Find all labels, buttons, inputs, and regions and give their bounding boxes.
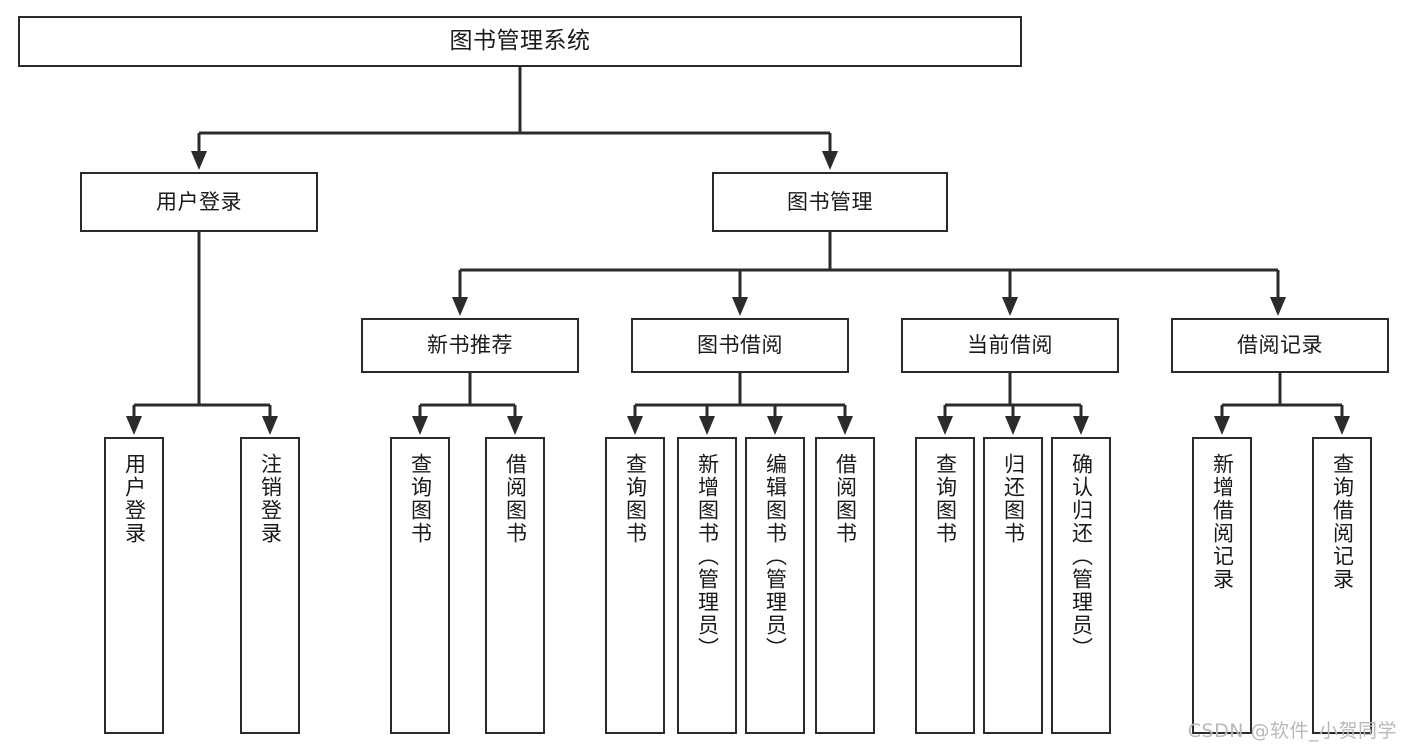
arrow-head-icon [699, 416, 715, 435]
node-label: 图书借阅 [697, 333, 783, 358]
node-leaf-edit-book[interactable]: 编辑图书（管理员） [745, 437, 805, 734]
node-current-borrow[interactable]: 当前借阅 [901, 318, 1119, 373]
node-label: 查询图书 [933, 453, 958, 545]
arrow-head-icon [822, 151, 838, 170]
node-label: 归还图书 [1001, 453, 1026, 545]
node-label: 新增图书（管理员） [695, 453, 720, 660]
node-label: 用户登录 [122, 453, 147, 545]
node-label: 查询借阅记录 [1330, 453, 1355, 591]
arrow-head-icon [1334, 416, 1350, 435]
node-label: 借阅记录 [1237, 333, 1323, 358]
node-new-book-rec[interactable]: 新书推荐 [361, 318, 579, 373]
arrow-head-icon [126, 416, 142, 435]
node-book-manage[interactable]: 图书管理 [712, 172, 948, 232]
node-leaf-query-book-3[interactable]: 查询图书 [915, 437, 975, 734]
arrow-head-icon [452, 297, 468, 316]
node-leaf-logout[interactable]: 注销登录 [240, 437, 300, 734]
node-leaf-query-record[interactable]: 查询借阅记录 [1312, 437, 1372, 734]
arrow-head-icon [1270, 297, 1286, 316]
node-label: 新书推荐 [427, 333, 513, 358]
arrow-head-icon [191, 151, 207, 170]
node-label: 编辑图书（管理员） [763, 453, 788, 660]
node-leaf-return-book[interactable]: 归还图书 [983, 437, 1043, 734]
node-label: 图书管理 [787, 189, 873, 214]
node-leaf-borrow-book-1[interactable]: 借阅图书 [485, 437, 545, 734]
node-user-login[interactable]: 用户登录 [80, 172, 318, 232]
node-label: 图书管理系统 [449, 27, 591, 54]
arrow-head-icon [732, 297, 748, 316]
node-label: 用户登录 [156, 189, 242, 214]
arrow-head-icon [837, 416, 853, 435]
node-label: 当前借阅 [967, 333, 1053, 358]
node-label: 借阅图书 [833, 453, 858, 545]
node-book-borrow[interactable]: 图书借阅 [631, 318, 849, 373]
arrow-head-icon [262, 416, 278, 435]
arrow-head-icon [1002, 297, 1018, 316]
node-label: 注销登录 [258, 453, 283, 545]
node-leaf-add-record[interactable]: 新增借阅记录 [1192, 437, 1252, 734]
node-leaf-query-book-1[interactable]: 查询图书 [390, 437, 450, 734]
node-leaf-add-book[interactable]: 新增图书（管理员） [677, 437, 737, 734]
arrow-head-icon [507, 416, 523, 435]
arrow-head-icon [1214, 416, 1230, 435]
watermark-text: CSDN @软件_小贺同学 [1187, 720, 1397, 742]
node-label: 借阅图书 [503, 453, 528, 545]
arrow-head-icon [412, 416, 428, 435]
node-label: 查询图书 [408, 453, 433, 545]
arrow-head-icon [767, 416, 783, 435]
node-borrow-record[interactable]: 借阅记录 [1171, 318, 1389, 373]
node-leaf-borrow-book-2[interactable]: 借阅图书 [815, 437, 875, 734]
node-leaf-query-book-2[interactable]: 查询图书 [605, 437, 665, 734]
node-leaf-confirm-return[interactable]: 确认归还（管理员） [1051, 437, 1111, 734]
arrow-head-icon [1073, 416, 1089, 435]
arrow-head-icon [937, 416, 953, 435]
node-label: 查询图书 [623, 453, 648, 545]
arrow-head-icon [1005, 416, 1021, 435]
node-leaf-user-login[interactable]: 用户登录 [104, 437, 164, 734]
node-label: 新增借阅记录 [1210, 453, 1235, 591]
node-root-system[interactable]: 图书管理系统 [18, 16, 1022, 67]
node-label: 确认归还（管理员） [1069, 453, 1094, 660]
arrow-head-icon [627, 416, 643, 435]
